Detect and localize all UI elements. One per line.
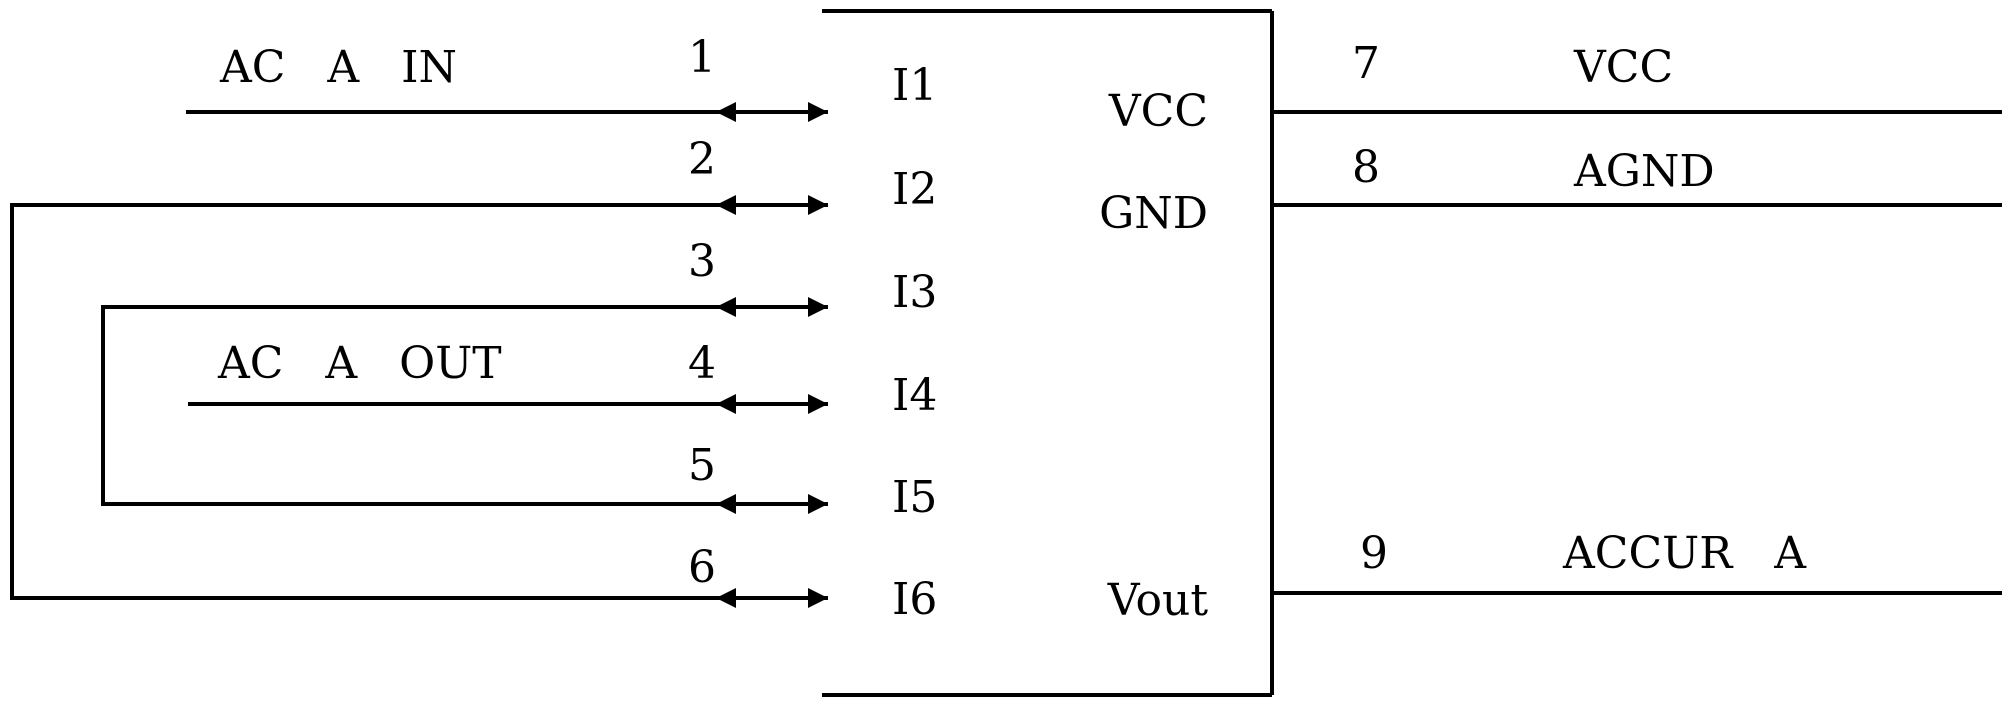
chip-label-gnd: GND	[1099, 188, 1208, 239]
pin-number-3: 3	[688, 236, 716, 287]
left-net-labels: AC A IN AC A OUT	[217, 42, 502, 389]
chip-body	[822, 9, 1274, 697]
right-wires	[1270, 110, 2002, 595]
chip-label-vcc: VCC	[1108, 86, 1208, 137]
pin-number-7: 7	[1352, 38, 1380, 89]
pin-arrows	[716, 102, 828, 608]
net-label-agnd: AGND	[1573, 146, 1715, 197]
right-pin-numbers: 7 8 9	[1352, 38, 1388, 579]
chip-label-i3: I3	[892, 267, 937, 318]
wire-loop-pin-3-to-pin-5	[101, 305, 720, 506]
pin-number-8: 8	[1352, 142, 1380, 193]
net-label-accur-a: ACCUR A	[1562, 528, 1807, 579]
right-net-labels: VCC AGND ACCUR A	[1562, 42, 1807, 579]
wire-loop-pin-2-to-pin-6	[10, 203, 720, 600]
pin-number-2: 2	[688, 134, 716, 185]
pin-number-9: 9	[1360, 528, 1388, 579]
chip-label-i1: I1	[892, 60, 937, 111]
left-wires	[10, 110, 720, 600]
chip-label-i6: I6	[892, 574, 937, 625]
chip-label-i5: I5	[892, 472, 937, 523]
pin-number-1: 1	[688, 32, 716, 83]
pin-number-5: 5	[688, 440, 716, 491]
net-label-ac-a-out: AC A OUT	[217, 338, 502, 389]
pin-number-6: 6	[688, 542, 716, 593]
chip-label-vout: Vout	[1107, 575, 1209, 626]
net-label-ac-a-in: AC A IN	[219, 42, 457, 93]
chip-right-labels: VCC GND Vout	[1099, 86, 1208, 626]
chip-label-i4: I4	[892, 370, 937, 421]
pin-number-4: 4	[688, 338, 716, 389]
left-pin-numbers: 1 2 3 4 5 6	[688, 32, 716, 593]
chip-left-labels: I1 I2 I3 I4 I5 I6	[892, 60, 937, 625]
chip-label-i2: I2	[892, 164, 937, 215]
net-label-vcc: VCC	[1573, 42, 1673, 93]
